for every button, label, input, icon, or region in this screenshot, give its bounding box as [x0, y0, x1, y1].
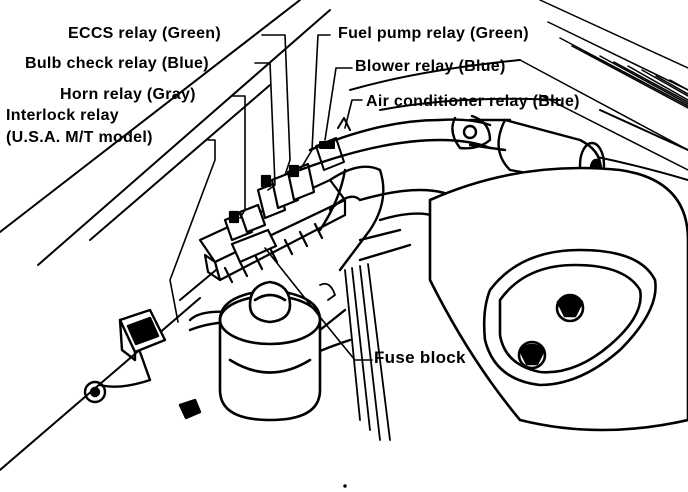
engine-cover	[428, 166, 688, 432]
reservoir	[218, 280, 322, 422]
label-blower-relay: Blower relay (Blue)	[355, 58, 506, 75]
label-eccs-relay: ECCS relay (Green)	[68, 25, 222, 42]
harness	[319, 263, 391, 441]
speck	[343, 484, 347, 488]
connector-left	[83, 308, 202, 420]
label-interlock-relay-model: (U.S.A. M/T model)	[6, 129, 153, 146]
label-fuse-block: Fuse block	[374, 348, 466, 367]
label-bulb-check-relay: Bulb check relay (Blue)	[25, 55, 209, 72]
label-air-conditioner-relay: Air conditioner relay (Blue)	[366, 93, 580, 110]
leader-lines	[169, 34, 373, 361]
relay-cluster	[198, 162, 347, 284]
label-fuel-pump-relay: Fuel pump relay (Green)	[338, 25, 529, 42]
label-interlock-relay: Interlock relay	[6, 107, 119, 124]
label-horn-relay: Horn relay (Gray)	[60, 86, 196, 103]
hood-hatching	[519, 0, 688, 171]
